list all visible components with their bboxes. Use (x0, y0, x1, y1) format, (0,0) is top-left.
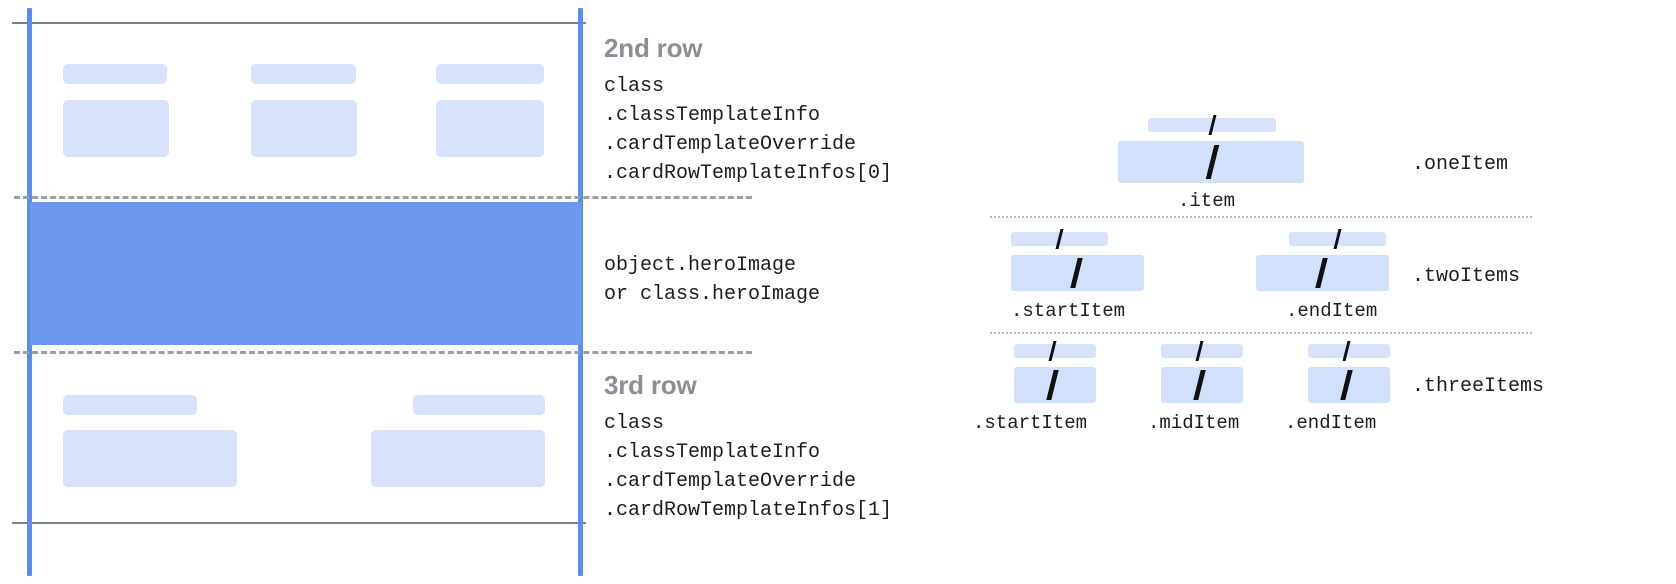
item-caption: .endItem (1286, 300, 1378, 322)
placeholder-label-r3c2 (413, 395, 545, 415)
group-label-oneItem: .oneItem (1412, 153, 1509, 176)
card-left-rail (27, 8, 32, 576)
placeholder-label-r1c2 (251, 64, 356, 84)
placeholder-value-r3c1 (63, 430, 237, 487)
placeholder-value-r1c1 (63, 100, 169, 157)
item-caption: .startItem (1011, 300, 1126, 322)
placeholder-label-r3c1 (63, 395, 197, 415)
placeholder-value-r1c2 (251, 100, 357, 157)
card-bottom-border (12, 522, 586, 524)
item-top-bar (1014, 344, 1096, 358)
group-label-twoItems: .twoItems (1412, 265, 1521, 288)
item-top-bar (1161, 344, 1243, 358)
item-top-bar (1308, 344, 1390, 358)
row-separator-bottom (14, 351, 752, 354)
hero-code: object.heroImage or class.heroImage (604, 254, 821, 306)
row-separator-top (14, 196, 752, 199)
hero-image-band (30, 202, 581, 345)
placeholder-label-r1c1 (63, 64, 167, 84)
item-caption: .startItem (973, 412, 1088, 434)
placeholder-label-r1c3 (436, 64, 544, 84)
row-title-3rd: 3rd row (604, 370, 697, 400)
row-title-2nd: 2nd row (604, 33, 703, 63)
row-code-3rd: class .classTemplateInfo .cardTemplateOv… (604, 412, 893, 522)
group-label-threeItems: .threeItems (1412, 375, 1545, 398)
item-caption: .endItem (1285, 412, 1377, 434)
row-code-2nd: class .classTemplateInfo .cardTemplateOv… (604, 75, 893, 185)
placeholder-value-r3c2 (371, 430, 545, 487)
item-caption: .item (1178, 190, 1236, 212)
group-separator-1 (990, 216, 1532, 218)
placeholder-value-r1c3 (436, 100, 544, 157)
card-top-border (12, 22, 586, 24)
group-separator-2 (990, 332, 1532, 334)
item-caption: .midItem (1148, 412, 1240, 434)
